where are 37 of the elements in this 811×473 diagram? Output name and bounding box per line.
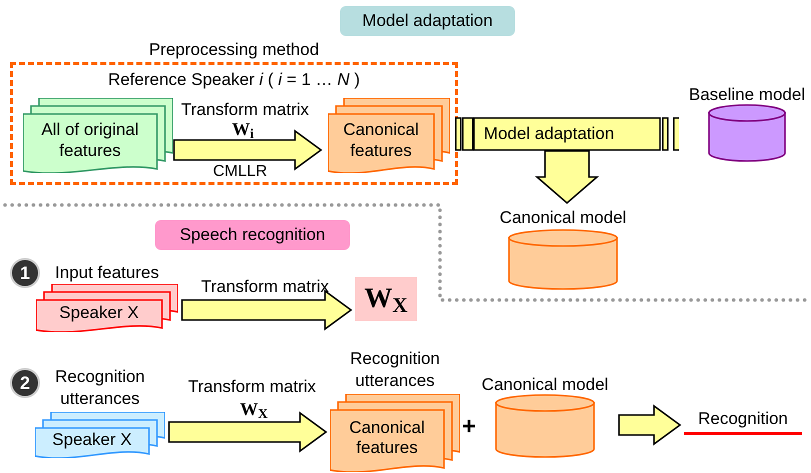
document-label: All of original features (40, 120, 140, 161)
edge-label: Transform matrix (201, 277, 329, 296)
step-number-badge (10, 368, 40, 398)
step-number-badge (10, 258, 40, 288)
document-label: Speaker X (51, 430, 133, 450)
matrix-box (355, 277, 417, 321)
step-number: 2 (20, 372, 30, 394)
block-arrow (168, 411, 328, 453)
section-tag (155, 220, 350, 250)
method-label: CMLLR (213, 163, 268, 180)
plus-sign: + (462, 413, 476, 440)
cylinder-caption: Canonical model (482, 375, 608, 394)
step-number: 1 (20, 262, 30, 284)
tag-label: Model adaptation (362, 10, 493, 32)
edge-label: Transform matrix (181, 100, 309, 119)
stack-caption: Recognition utterances (350, 349, 440, 390)
group-subtitle: Reference Speaker i ( i = 1 … N ) (108, 70, 360, 89)
cylinder-caption: Canonical model (500, 208, 626, 227)
block-arrow (181, 289, 352, 331)
matrix-symbol: W$_{X}$ (240, 399, 268, 419)
block-arrow (173, 129, 322, 171)
stack-caption: Input features (55, 263, 159, 282)
document-label: Canonical features (348, 418, 426, 458)
bar-label: Model adaptation (484, 123, 614, 146)
document-label: Speaker X (58, 302, 140, 324)
tag-label: Speech recognition (180, 224, 326, 246)
stack-caption: Recognition utterances (55, 367, 145, 408)
block-arrow (534, 150, 600, 204)
matrix-symbol: W$_{i}$ (232, 119, 254, 139)
result-text: Recognition (698, 408, 788, 430)
edge-label: Transform matrix (188, 377, 316, 396)
group-title: Preprocessing method (148, 40, 320, 59)
section-tag (340, 6, 515, 36)
document-label: Canonical features (342, 120, 420, 161)
cylinder-caption: Baseline model (688, 85, 806, 104)
block-arrow (618, 404, 682, 446)
matrix-symbol: W$_{X}$ (364, 285, 408, 313)
